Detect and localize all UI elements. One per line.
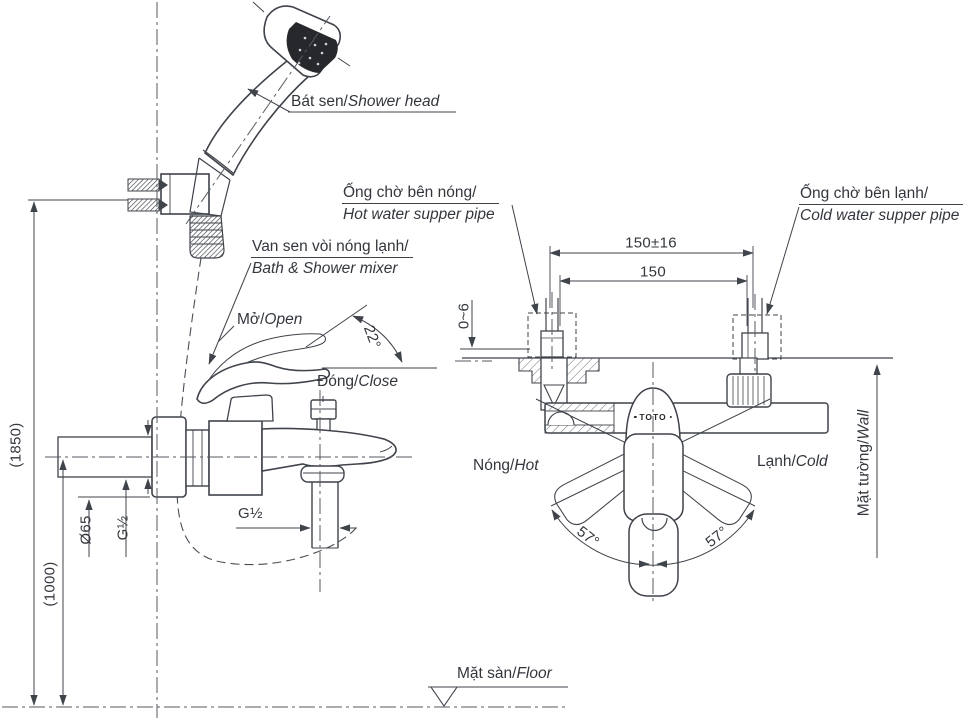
front-view-mixer xyxy=(462,298,893,597)
logo-dot-left xyxy=(633,415,637,419)
shower-handle xyxy=(204,60,311,177)
mixer-neck xyxy=(226,394,274,422)
dim-0-6: 0~6 xyxy=(455,302,473,330)
hot-label: Nóng/Hot xyxy=(473,457,539,474)
shower-head-label-en: Shower head xyxy=(347,93,440,110)
mixer-bar xyxy=(544,402,829,434)
logo-text: TOTO xyxy=(639,412,667,422)
shower-head-label: Bát sen/Shower head xyxy=(291,92,439,111)
wall-bracket xyxy=(160,173,210,215)
dim-1850: (1850) xyxy=(7,422,25,468)
cold-label: Lạnh/Cold xyxy=(757,453,828,470)
hex-connector xyxy=(185,429,210,487)
dim-g12-left: G½ xyxy=(114,515,132,541)
floor-label: Mặt sàn/Floor xyxy=(457,665,552,682)
dim-150-16: 150±16 xyxy=(625,234,677,252)
dim-g12-outlet: G½ xyxy=(238,505,263,522)
outlet-rim xyxy=(300,465,345,483)
mixer-body xyxy=(208,420,263,496)
handle-dome xyxy=(625,387,681,443)
side-view-dimensions xyxy=(28,88,456,706)
shower-head-drawing xyxy=(127,1,351,259)
brand-logo: TOTO xyxy=(633,412,673,422)
mixer-label: Van sen vòi nóng lạnh/Bath & Shower mixe… xyxy=(251,237,413,278)
dim-o65: Ø65 xyxy=(77,515,95,545)
centerlines xyxy=(2,2,756,718)
cold-supply-label: Ống chờ bên lạnh/Cold water supper pipe xyxy=(799,184,964,225)
diverter-knob xyxy=(310,399,337,420)
hot-supply-pipe xyxy=(518,298,600,411)
open-label: Mở/Open xyxy=(237,311,303,328)
close-label: Đóng/Close xyxy=(317,373,399,390)
shower-head-label-vi: Bát sen/ xyxy=(291,93,348,110)
wall-label: Mặt tường/Wall xyxy=(855,409,873,517)
spout xyxy=(261,427,397,472)
dim-1000: (1000) xyxy=(41,561,59,607)
front-view-dimensions xyxy=(460,204,800,350)
side-view-mixer xyxy=(57,333,397,549)
logo-dot-right xyxy=(669,415,673,419)
knurled-nut xyxy=(726,373,772,408)
handle-closed xyxy=(196,361,331,405)
shower-hose-dashed xyxy=(176,257,358,566)
hot-supply-label: Ống chờ bên nóng/Hot water supper pipe xyxy=(342,183,499,224)
angle-22-arc xyxy=(352,315,403,363)
shower-axis xyxy=(185,15,331,225)
mounting-screw xyxy=(127,178,168,212)
dim-150: 150 xyxy=(640,263,666,281)
floor-symbol xyxy=(428,686,568,707)
cold-supply-pipe xyxy=(732,298,782,375)
